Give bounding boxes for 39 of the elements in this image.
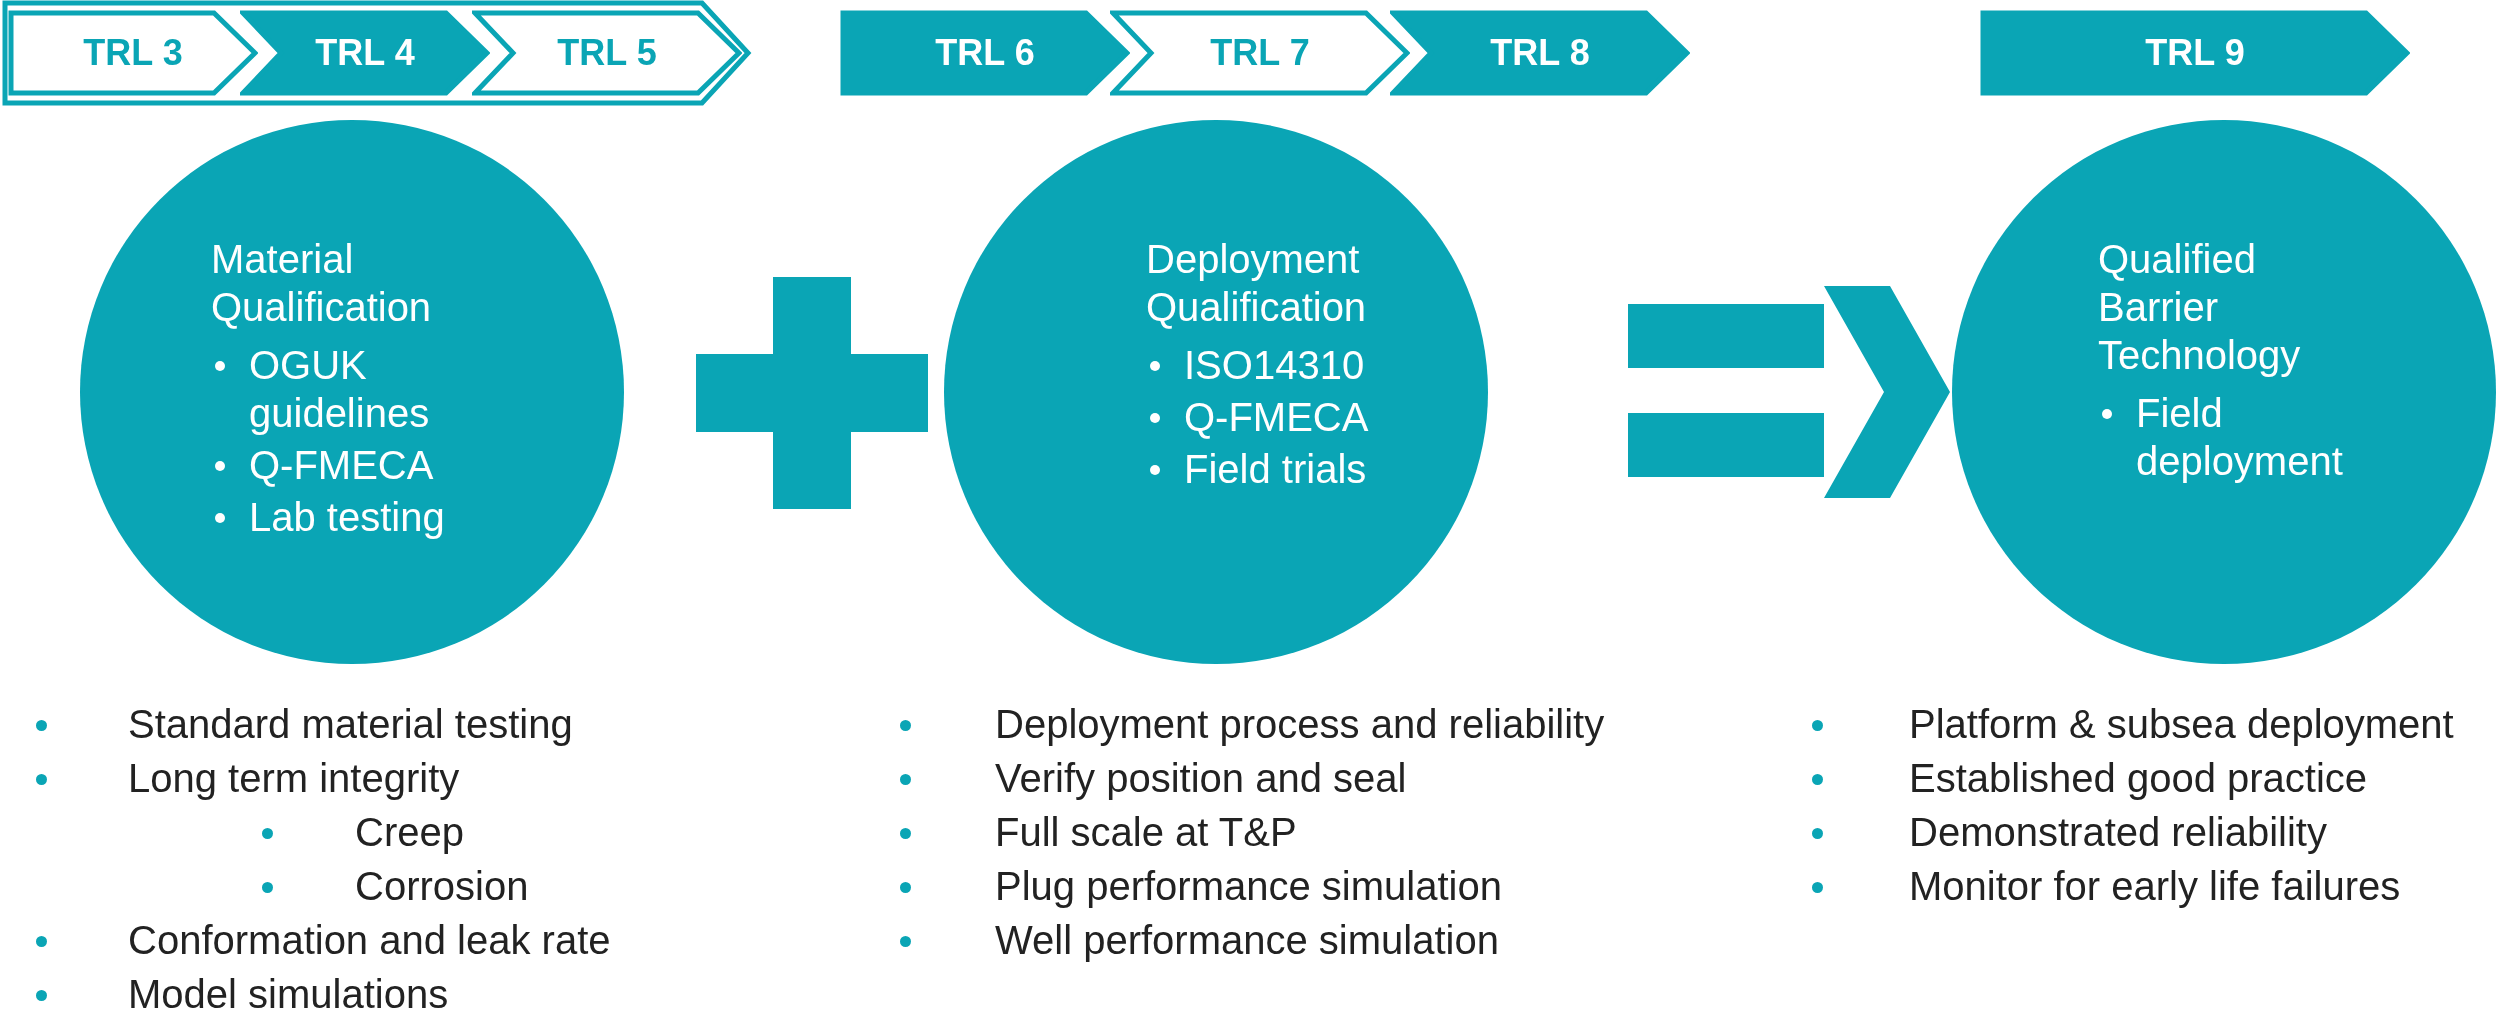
chevron-step xyxy=(1110,10,1410,96)
bullet-item: Q-FMECA xyxy=(1184,394,1370,441)
bullet-item: Model simulations xyxy=(128,971,449,1018)
chevron-step xyxy=(8,10,258,96)
bullet-item: Field trials xyxy=(1184,446,1368,493)
step-label: TRL 8 xyxy=(1489,31,1591,75)
circle-heading: Deployment Qualification xyxy=(1146,236,1368,331)
bullet-item: Corrosion xyxy=(355,863,529,910)
bullet-item: Creep xyxy=(355,809,464,856)
chevron-step xyxy=(840,10,1130,96)
chevron-step xyxy=(240,10,490,96)
bullet-item: Demonstrated reliability xyxy=(1909,809,2327,856)
chevron-step xyxy=(1980,10,2410,96)
chevron-step xyxy=(1390,10,1690,96)
bullet-item: Platform & subsea deployment xyxy=(1909,701,2454,748)
bullet-item: Lab testing xyxy=(249,494,446,541)
bullet-item: ISO14310 xyxy=(1184,342,1366,389)
circle-heading: Qualified Barrier Technology xyxy=(2098,236,2302,379)
step-label: TRL 6 xyxy=(934,31,1036,75)
bullet-item: Long term integrity xyxy=(128,755,460,802)
bullet-item: Standard material testing xyxy=(128,701,573,748)
bullet-item: Deployment process and reliability xyxy=(995,701,1605,748)
bullet-item: Conformation and leak rate xyxy=(128,917,611,964)
step-label: TRL 3 xyxy=(82,31,184,75)
bullet-item: Q-FMECA xyxy=(249,442,435,489)
step-label: TRL 5 xyxy=(556,31,658,75)
bullet-item: Plug performance simulation xyxy=(995,863,1502,910)
circle-heading: Material Qualification xyxy=(211,236,433,331)
bullet-item: Established good practice xyxy=(1909,755,2368,802)
bullet-item: Verify position and seal xyxy=(995,755,1407,802)
bullet-item: Well performance simulation xyxy=(995,917,1499,964)
chevron-step xyxy=(472,10,742,96)
bullet-item: OGUK guidelines xyxy=(249,342,431,437)
step-label: TRL 4 xyxy=(314,31,416,75)
bullet-item: Monitor for early life failures xyxy=(1909,863,2401,910)
step-label: TRL 9 xyxy=(2144,31,2246,75)
step-label: TRL 7 xyxy=(1209,31,1311,75)
bullet-item: Full scale at T&P xyxy=(995,809,1297,856)
bullet-item: Field deployment xyxy=(2136,390,2344,485)
